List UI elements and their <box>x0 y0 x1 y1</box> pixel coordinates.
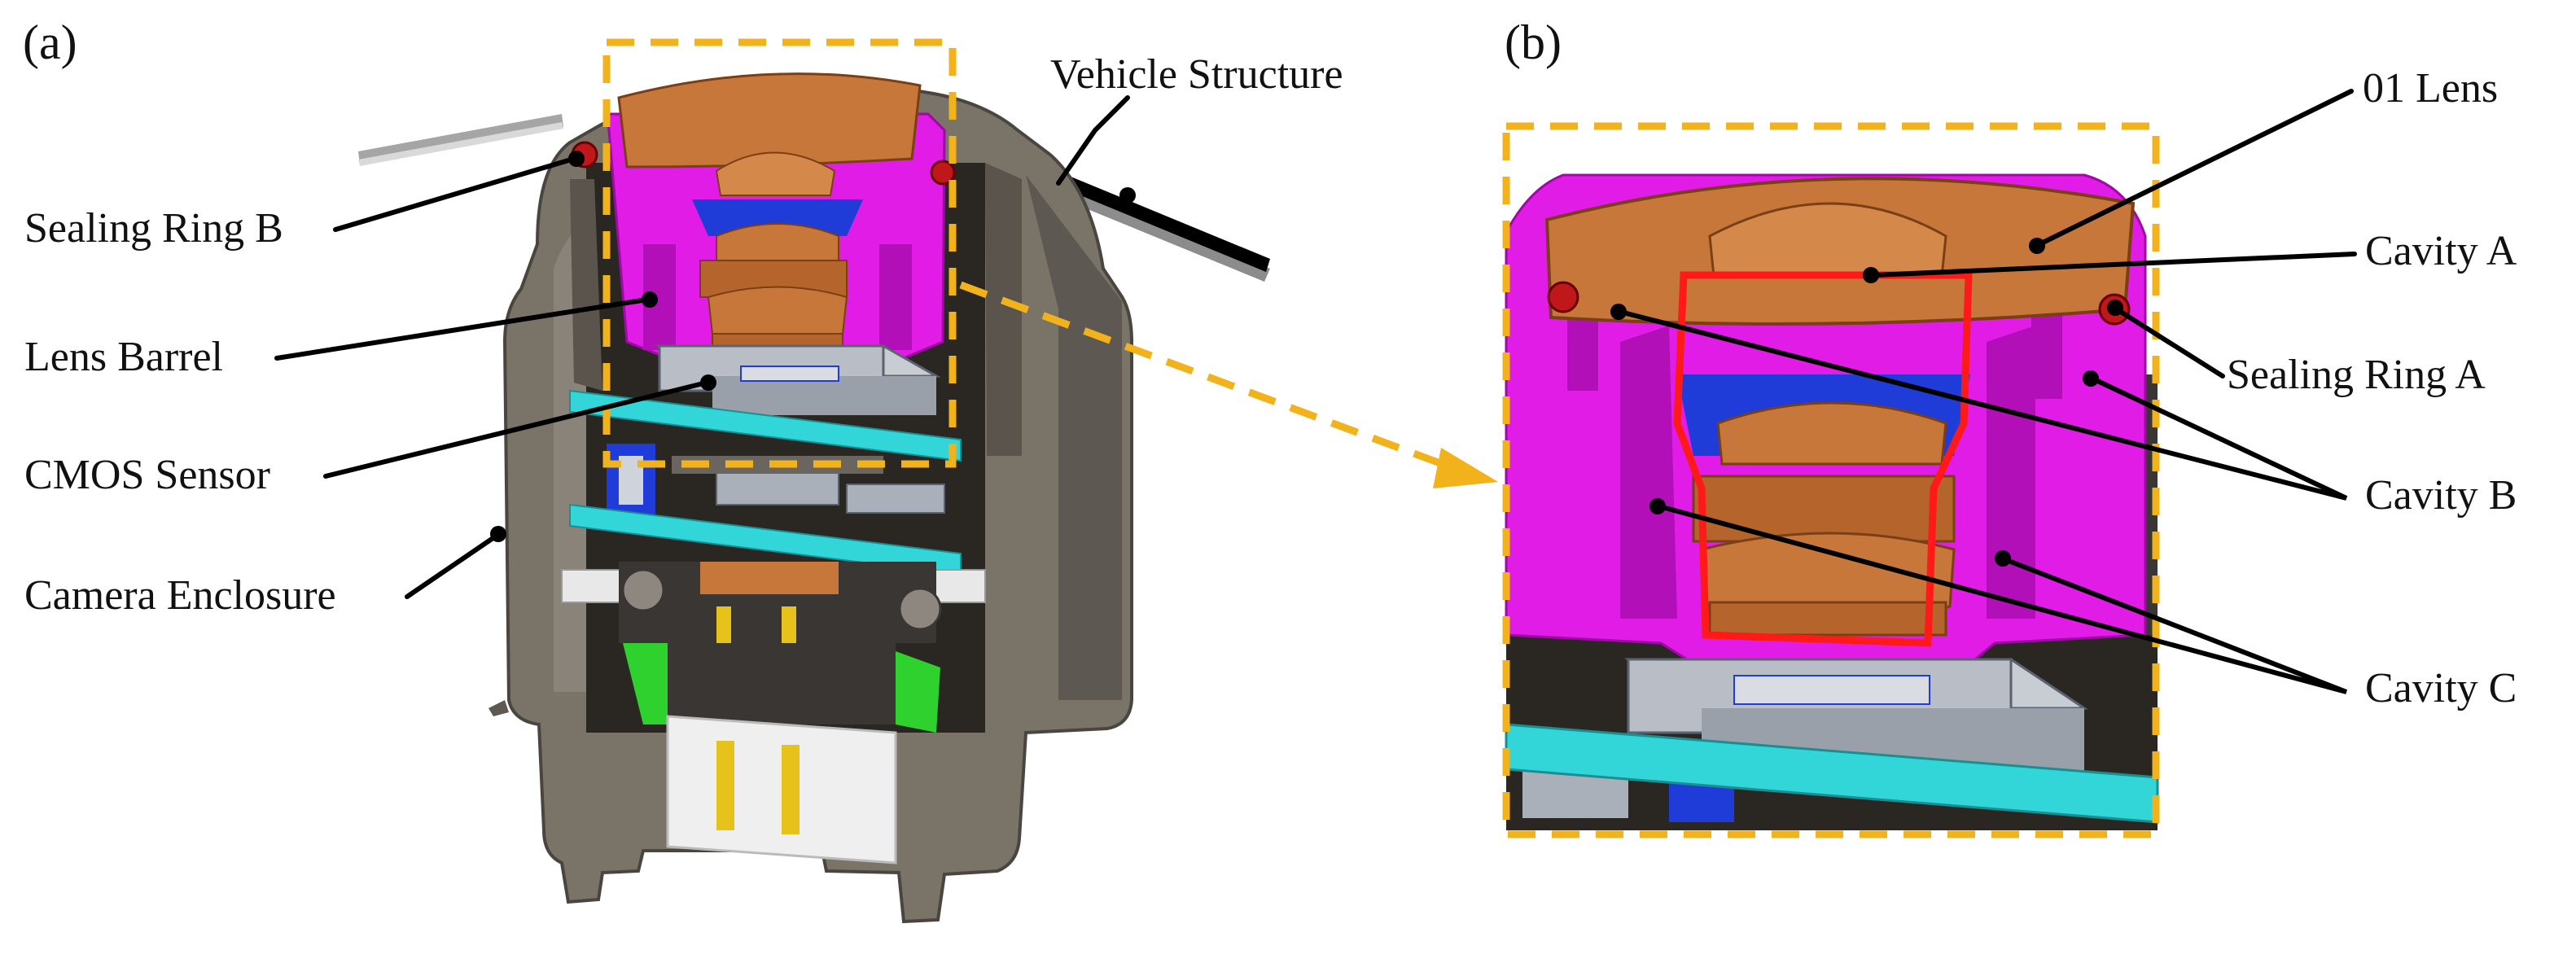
leader-dot-sealing-ring-b <box>568 151 585 167</box>
leader-dot-01-lens <box>2029 238 2045 254</box>
label-sealing-ring-a: Sealing Ring A <box>2227 352 2486 398</box>
panel-a: (a) <box>23 15 1498 924</box>
leader-camera-enclosure <box>405 533 499 599</box>
leader-vehicle-structure <box>1056 95 1130 186</box>
cavity-a-outline <box>1673 271 1973 647</box>
leader-dot-sealing-ring-a <box>2107 300 2123 316</box>
sealing-ring-a-shape <box>1547 281 2131 326</box>
label-sealing-ring-b: Sealing Ring B <box>24 205 283 252</box>
label-lens-barrel: Lens Barrel <box>24 334 223 380</box>
pcb-top <box>569 389 962 462</box>
leader-dot-cavity-a <box>1863 267 1879 283</box>
leader-lens-barrel <box>274 297 650 361</box>
leader-dot-cavity-b-left <box>1610 304 1627 320</box>
cmos-sensor-zoom <box>1522 658 2088 822</box>
leader-cmos-sensor <box>323 380 709 479</box>
panel-b: (b) <box>1502 15 2517 838</box>
label-01-lens: 01 Lens <box>2363 65 2498 112</box>
label-vehicle-structure: Vehicle Structure <box>1050 51 1343 98</box>
leader-sealing-ring-b <box>333 156 576 232</box>
cmos-sensor-shape <box>655 344 941 415</box>
highlight-box-b <box>1502 122 2160 838</box>
leader-01-lens <box>2037 89 2354 247</box>
lens-stack-a <box>617 72 922 363</box>
label-cavity-c: Cavity C <box>2365 665 2517 711</box>
leader-cavity-c <box>1657 504 2348 694</box>
leader-dot-cavity-c-left <box>1649 498 1666 514</box>
leader-dot-cmos-sensor <box>700 374 716 391</box>
leader-cavity-b <box>1618 309 2348 501</box>
connector-area <box>561 562 986 865</box>
leader-dot-vehicle-structure <box>1119 187 1136 204</box>
leader-dot-cavity-c-right <box>1995 550 2011 567</box>
leader-cavity-a <box>1872 252 2357 278</box>
label-cmos-sensor: CMOS Sensor <box>24 452 270 498</box>
label-cavity-a: Cavity A <box>2365 228 2517 274</box>
leader-dot-cavity-b-right <box>2083 370 2099 387</box>
label-camera-enclosure: Camera Enclosure <box>24 572 336 619</box>
panel-a-label: (a) <box>23 15 77 69</box>
label-cavity-b: Cavity B <box>2365 472 2517 519</box>
panel-b-label: (b) <box>1505 15 1562 69</box>
leader-sealing-ring-a <box>2114 307 2225 379</box>
leader-dot-lens-barrel <box>642 291 658 308</box>
lens-stack-zoom <box>1544 177 2136 637</box>
highlight-box-a <box>602 38 957 468</box>
zoom-arrow <box>959 281 1498 488</box>
leader-dot-camera-enclosure <box>490 526 506 542</box>
